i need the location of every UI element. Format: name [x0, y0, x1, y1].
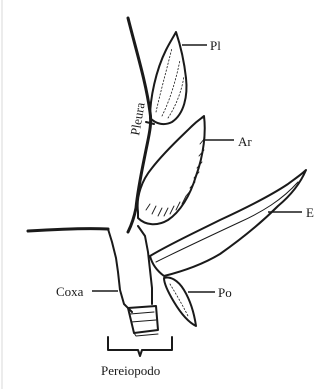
po-label: Po: [218, 285, 232, 300]
pleura-notch: [146, 122, 154, 124]
coxa-label: Coxa: [56, 284, 84, 299]
pereiopodo-label: Pereiopodo: [101, 363, 160, 378]
ar-label: Ar: [238, 134, 252, 149]
pereiopodo-bracket: [108, 337, 172, 356]
ar-gill: [138, 116, 205, 224]
pl-label: Pl: [210, 38, 221, 53]
coxa-segment: [108, 226, 152, 312]
e-branch: [150, 170, 306, 276]
body-wall-line: [28, 229, 108, 231]
po-lobe: [164, 278, 196, 327]
coxa-distal-block: [128, 306, 158, 333]
pleura-label: Pleura: [127, 101, 148, 137]
e-label: E: [306, 205, 314, 220]
pl-gill: [150, 32, 186, 124]
